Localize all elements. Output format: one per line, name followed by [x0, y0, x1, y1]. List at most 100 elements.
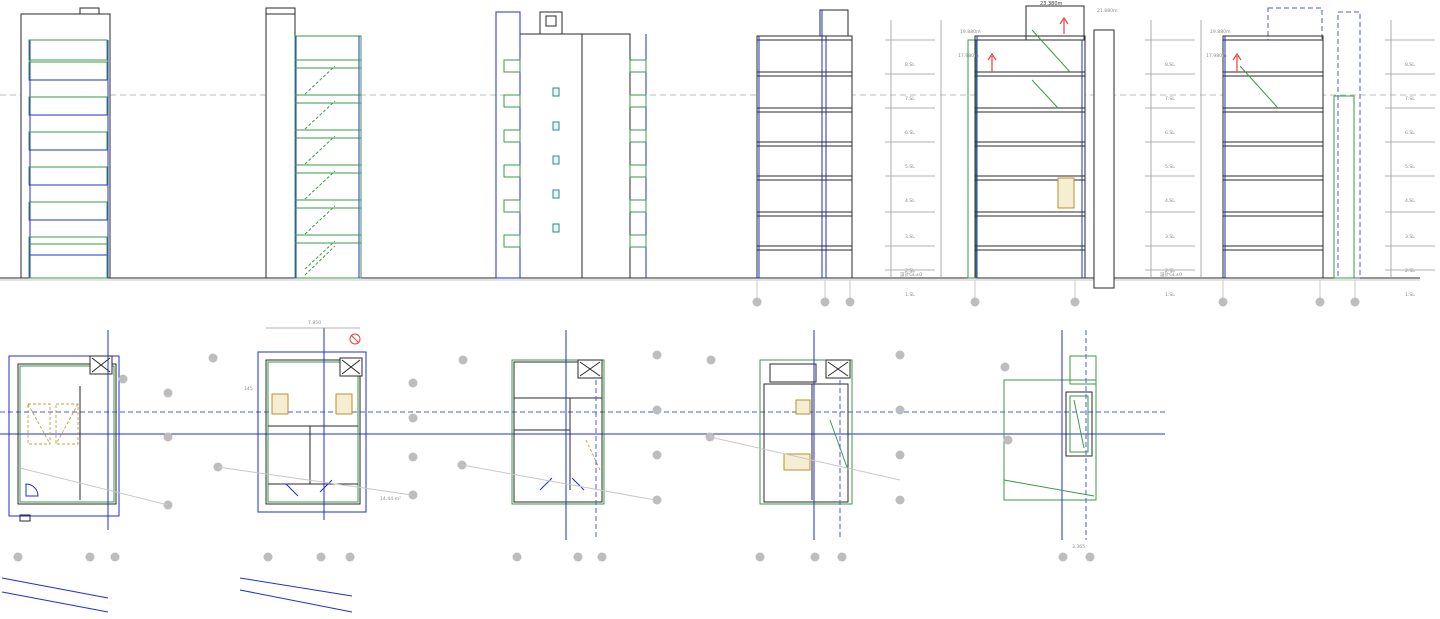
grid-bubble — [408, 413, 418, 423]
plan-3f — [511, 330, 605, 540]
grid-bubble — [895, 450, 905, 460]
elevation-1 — [20, 7, 111, 279]
floor-slab — [1222, 175, 1324, 181]
grid-bubble — [1350, 297, 1360, 307]
floor-slab — [974, 71, 1086, 77]
svg-text:3.365: 3.365 — [1072, 544, 1085, 550]
guide-lines — [19, 436, 901, 506]
grid-bubble — [110, 552, 120, 562]
window — [552, 189, 560, 199]
stair-flight — [304, 135, 336, 165]
svg-text:設計GL±0: 設計GL±0 — [900, 271, 922, 278]
grid-bubble — [458, 355, 468, 365]
level-label: 3.SL — [1405, 234, 1415, 240]
grid-bubble — [118, 374, 128, 384]
grid-bubble — [163, 388, 173, 398]
level-label: 2.SL — [905, 268, 915, 274]
floor-slab — [756, 245, 853, 251]
level-label: 8.SL — [1405, 62, 1415, 68]
level-label: 1.SL — [1165, 292, 1175, 298]
balcony-left — [503, 164, 521, 178]
level-label: 6.SL — [1165, 130, 1175, 136]
grid-bubble — [263, 552, 273, 562]
balcony-slab — [294, 199, 362, 209]
floor-slab — [756, 35, 853, 41]
svg-text:14.44 m²: 14.44 m² — [380, 496, 401, 502]
svg-text:19.880m: 19.880m — [1210, 29, 1231, 35]
level-label: 3.SL — [1165, 234, 1175, 240]
floor-slab — [1222, 141, 1324, 147]
elevation-3 — [495, 11, 647, 279]
balcony-right — [629, 234, 647, 248]
grid-bubble — [512, 552, 522, 562]
grid-bubble — [1058, 552, 1068, 562]
floor-slab — [756, 71, 853, 77]
stair-flight — [304, 205, 336, 235]
floor-slab — [756, 211, 853, 217]
balcony-slab — [294, 94, 362, 104]
balcony-right — [629, 199, 647, 213]
svg-text:145: 145 — [244, 386, 253, 392]
grid-bubble — [752, 297, 762, 307]
level-label: 1.SL — [1405, 292, 1415, 298]
grid-bubble — [970, 297, 980, 307]
grid-bubble — [163, 432, 173, 442]
stair-flight — [304, 100, 336, 130]
window — [552, 155, 560, 165]
grid-guides — [0, 94, 1440, 435]
floor-slab — [974, 211, 1086, 217]
floor-slab — [974, 141, 1086, 147]
grid-bubble — [1003, 435, 1013, 445]
level-label: 7.SL — [1165, 96, 1175, 102]
balcony-right — [629, 59, 647, 73]
balcony-left — [503, 129, 521, 143]
svg-text:17.980m: 17.980m — [1206, 53, 1227, 59]
level-label: 1.SL — [905, 292, 915, 298]
section-2: 8.SL7.SL6.SL5.SL4.SL3.SL2.SL1.SL 23.380m… — [958, 1, 1202, 298]
grid-bubble — [408, 378, 418, 388]
stair-flight — [304, 240, 336, 270]
grid-bubble — [316, 552, 326, 562]
stair-flight — [304, 170, 336, 200]
floor-slab — [1222, 71, 1324, 77]
guide-line — [461, 464, 656, 501]
grid-bubble — [652, 495, 662, 505]
level-label: 5.SL — [905, 164, 915, 170]
grid-bubble — [1000, 362, 1010, 372]
svg-text:設計GL±0: 設計GL±0 — [1160, 271, 1182, 278]
floor-slab — [1222, 211, 1324, 217]
svg-text:17.980m: 17.980m — [958, 53, 979, 59]
balcony-left — [503, 199, 521, 213]
grid-bubble — [810, 552, 820, 562]
balcony-slab — [294, 59, 362, 69]
floor-slab — [1222, 107, 1324, 113]
balcony-right — [629, 129, 647, 143]
plan-4f — [759, 330, 853, 540]
ground-facade — [28, 243, 108, 279]
level-label: 4.SL — [905, 198, 915, 204]
grid-bubble — [820, 297, 830, 307]
plan-1f — [1, 330, 120, 613]
grid-bubble — [652, 350, 662, 360]
level-label: 4.SL — [1405, 198, 1415, 204]
window — [552, 121, 560, 131]
north-arrow-icon — [349, 333, 361, 345]
level-label: 7.SL — [905, 96, 915, 102]
balcony-slab — [294, 129, 362, 139]
balcony-slab — [294, 234, 362, 244]
balcony-right — [629, 164, 647, 178]
grid-bubble — [1218, 297, 1228, 307]
floor-slab — [756, 107, 853, 113]
balcony-slab — [294, 164, 362, 174]
grid-bubble — [755, 552, 765, 562]
grid-bubble — [345, 552, 355, 562]
level-label: 7.SL — [1405, 96, 1415, 102]
floor-slab — [1222, 245, 1324, 251]
grid-bubble — [895, 495, 905, 505]
grid-bubble — [573, 552, 583, 562]
grid-bubble — [13, 552, 23, 562]
level-label: 8.SL — [1165, 62, 1175, 68]
stair-flight — [304, 245, 336, 276]
level-label: 2.SL — [1405, 268, 1415, 274]
